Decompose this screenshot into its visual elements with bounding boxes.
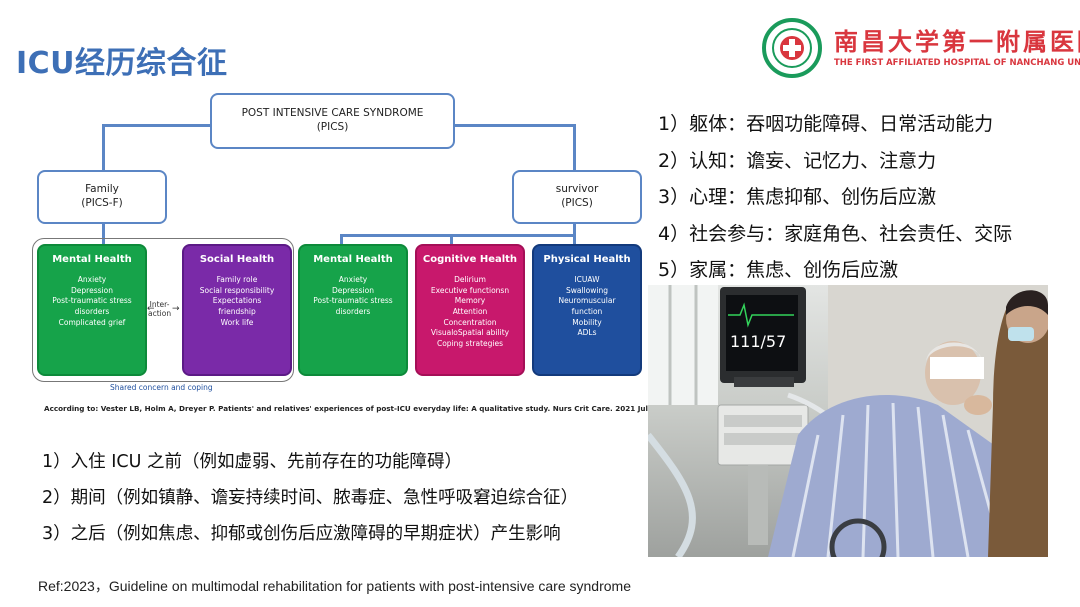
- card-title: Cognitive Health: [422, 254, 518, 265]
- card-item: Expectations: [212, 296, 262, 306]
- card-item: Depression: [332, 285, 374, 295]
- card-cognitive-health: Cognitive Health Delirium Executive func…: [415, 244, 525, 376]
- hospital-name-cn: 南昌大学第一附属医院: [834, 27, 1080, 56]
- card-family-mental-health: Mental Health Anxiety Depression Post-tr…: [37, 244, 147, 376]
- interaction-line1: Inter-: [149, 300, 170, 309]
- arrow-right-icon: →: [172, 304, 180, 314]
- card-social-health: Social Health Family role Social respons…: [182, 244, 292, 376]
- family-line1: Family: [85, 183, 119, 196]
- icu-patient-photo: 111/57: [648, 285, 1048, 557]
- slide-title: ICU经历综合征: [16, 46, 228, 81]
- card-title: Physical Health: [543, 254, 631, 265]
- list-item: 2）期间（例如镇静、谵妄持续时间、脓毒症、急性呼吸窘迫综合征）: [42, 488, 579, 508]
- card-item: Neuromuscular: [558, 296, 616, 306]
- hospital-logo: 南昌大学第一附属医院 THE FIRST AFFILIATED HOSPITAL…: [762, 18, 1080, 78]
- pics-diagram: POST INTENSIVE CARE SYNDROME (PICS) Fami…: [30, 88, 661, 428]
- reference-footer: Ref:2023，Guideline on multimodal rehabil…: [38, 578, 631, 594]
- card-item: Complicated grief: [58, 317, 126, 327]
- card-item: Anxiety: [338, 275, 368, 284]
- card-item: function: [571, 306, 603, 316]
- pics-top-line1: POST INTENSIVE CARE SYNDROME: [241, 107, 424, 120]
- card-item: VisualoSpatial ability: [430, 328, 510, 338]
- family-group-frame: [32, 238, 294, 382]
- card-item: friendship: [218, 306, 256, 316]
- family-line2: (PICS-F): [81, 197, 123, 209]
- card-item: Post-traumatic stress: [52, 296, 132, 306]
- card-item: Executive functionsn: [430, 285, 510, 295]
- card-item: disorders: [74, 306, 110, 316]
- list-item: 1）躯体：吞咽功能障碍、日常活动能力: [658, 113, 994, 135]
- card-item: ADLs: [577, 328, 597, 338]
- card-item: Work life: [220, 317, 254, 327]
- card-item: Attention: [452, 306, 488, 316]
- card-survivor-mental-health: Mental Health Anxiety Depression Post-tr…: [298, 244, 408, 376]
- hospital-seal-icon: [762, 18, 822, 78]
- card-title: Mental Health: [313, 254, 393, 265]
- interaction-label: Inter- action: [148, 300, 171, 319]
- card-item: Depression: [71, 285, 113, 295]
- timing-list: 1）入住 ICU 之前（例如虚弱、先前存在的功能障碍） 2）期间（例如镇静、谵妄…: [42, 444, 647, 552]
- list-item: 4）社会参与：家庭角色、社会责任、交际: [658, 222, 1013, 245]
- monitor-bp-value: 111/57: [730, 332, 786, 351]
- card-item: Family role: [216, 275, 258, 284]
- list-item: 3）心理：焦虑抑郁、创伤后应激: [658, 186, 937, 208]
- card-item: Social responsibility: [199, 285, 275, 295]
- card-item: Mobility: [572, 317, 602, 327]
- card-item: Post-traumatic stress: [313, 296, 393, 306]
- family-box: Family (PICS-F): [37, 170, 167, 224]
- card-title: Social Health: [199, 254, 275, 265]
- shared-concern-label: Shared concern and coping: [110, 383, 213, 392]
- survivor-line2: (PICS): [561, 197, 593, 209]
- hospital-name-en: THE FIRST AFFILIATED HOSPITAL OF NANCHAN…: [834, 58, 1080, 68]
- card-physical-health: Physical Health ICUAW Swallowing Neuromu…: [532, 244, 642, 376]
- card-item: Concentration: [443, 317, 497, 327]
- icu-scene-illustration: 111/57: [648, 285, 1048, 557]
- diagram-citation: According to: Vester LB, Holm A, Dreyer …: [44, 404, 661, 413]
- card-item: Anxiety: [77, 275, 107, 284]
- list-item: 3）之后（例如焦虑、抑郁或创伤后应激障碍的早期症状）产生影响: [42, 524, 561, 544]
- pics-top-box: POST INTENSIVE CARE SYNDROME (PICS): [210, 93, 455, 149]
- arrow-left-icon: ←: [147, 304, 155, 314]
- card-item: Swallowing: [566, 285, 608, 295]
- list-item: 1）入住 ICU 之前（例如虚弱、先前存在的功能障碍）: [42, 452, 462, 472]
- card-title: Mental Health: [52, 254, 132, 265]
- survivor-box: survivor (PICS): [512, 170, 642, 224]
- card-item: Delirium: [454, 275, 486, 284]
- list-item: 5）家属：焦虑、创伤后应激: [658, 259, 899, 281]
- card-item: Coping strategies: [436, 338, 504, 348]
- card-item: Memory: [454, 296, 486, 306]
- survivor-line1: survivor: [555, 183, 599, 196]
- pics-domains-list: 1）躯体：吞咽功能障碍、日常活动能力 2）认知：谵妄、记忆力、注意力 3）心理：…: [658, 106, 1073, 289]
- card-item: ICUAW: [574, 275, 600, 284]
- card-item: disorders: [335, 306, 371, 316]
- interaction-line2: action: [148, 309, 172, 319]
- pics-top-line2: (PICS): [316, 121, 349, 133]
- list-item: 2）认知：谵妄、记忆力、注意力: [658, 149, 937, 172]
